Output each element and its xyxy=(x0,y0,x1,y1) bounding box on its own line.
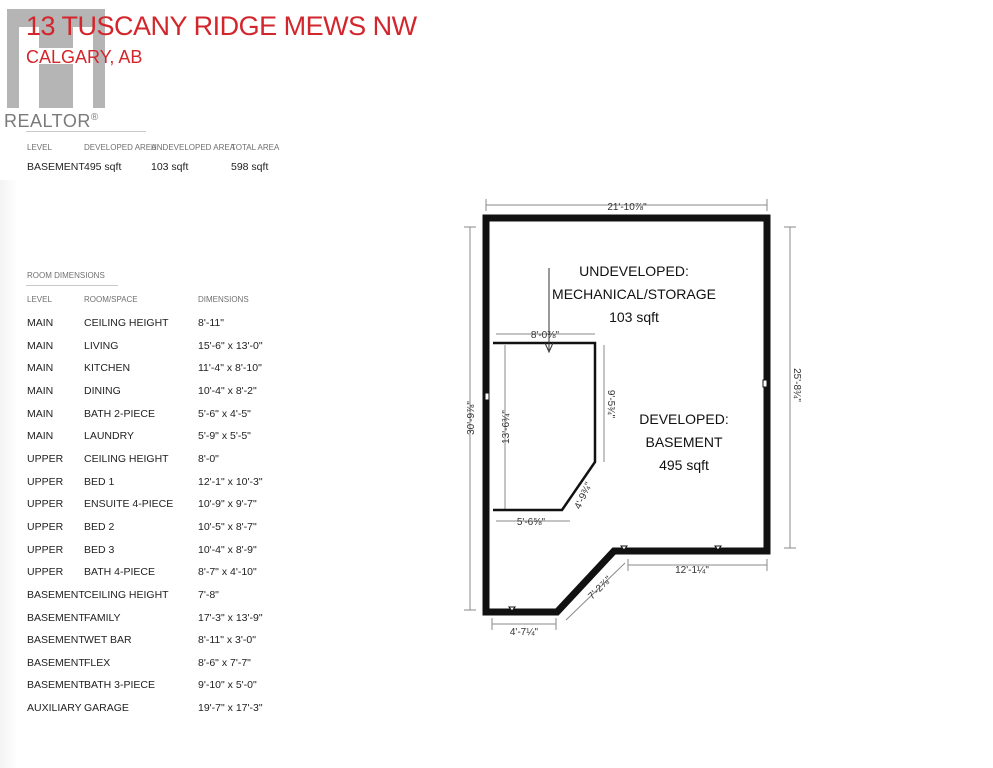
area-undeveloped: 103 sqft xyxy=(151,161,189,173)
area-total: 598 sqft xyxy=(231,161,269,173)
undeveloped-label-3: 103 sqft xyxy=(609,309,659,325)
room-level: UPPER xyxy=(27,543,64,556)
area-header-level: LEVEL xyxy=(27,143,52,152)
room-level: UPPER xyxy=(27,498,64,511)
dim-inner-right: 9'-5¾" xyxy=(605,390,616,419)
area-header-developed: DEVELOPED AREA xyxy=(84,143,157,152)
room-name: KITCHEN xyxy=(84,362,131,375)
area-developed: 495 sqft xyxy=(84,161,122,173)
door-marks xyxy=(484,379,768,612)
room-level: MAIN xyxy=(27,430,54,443)
room-dimensions: 15'-6" x 13'-0" xyxy=(198,339,263,352)
room-name: BATH 4-PIECE xyxy=(84,566,155,579)
room-name: BED 1 xyxy=(84,475,115,488)
room-name: ENSUITE 4-PIECE xyxy=(84,498,174,511)
room-dimensions: 11'-4" x 8'-10" xyxy=(198,362,262,375)
rooms-header-level: LEVEL xyxy=(27,295,52,304)
arrow-head xyxy=(544,342,554,354)
room-name: DINING xyxy=(84,384,121,397)
mechanical-room-wall xyxy=(493,341,597,512)
dimension-lines xyxy=(464,199,796,630)
area-header-total: TOTAL AREA xyxy=(231,143,280,152)
room-level: MAIN xyxy=(27,362,54,375)
room-dimensions: 10'-4" x 8'-2" xyxy=(198,384,257,397)
room-name: BATH 2-PIECE xyxy=(84,407,155,420)
page-title: 13 TUSCANY RIDGE MEWS NW xyxy=(26,11,417,41)
room-dimensions-heading: ROOM DIMENSIONS xyxy=(27,271,105,280)
room-name: BED 2 xyxy=(84,520,115,533)
room-level: BASEMENT xyxy=(27,634,85,647)
rooms-header-room: ROOM/SPACE xyxy=(84,295,138,304)
room-dimensions: 8'-11" xyxy=(198,317,224,329)
room-dimensions: 8'-11" x 3'-0" xyxy=(198,634,256,647)
room-name: FAMILY xyxy=(84,611,121,624)
room-dimensions: 8'-7" x 4'-10" xyxy=(198,566,257,579)
page-subtitle: CALGARY, AB xyxy=(26,47,143,67)
dim-inner-top: 8'-0⅜" xyxy=(531,330,560,341)
room-level: BASEMENT xyxy=(27,611,85,624)
area-level: BASEMENT xyxy=(27,161,85,173)
realtor-wordmark: REALTOR® xyxy=(4,111,99,131)
divider xyxy=(26,285,118,286)
room-dimensions: 12'-1" x 10'-3" xyxy=(198,475,263,488)
developed-label-3: 495 sqft xyxy=(659,457,709,473)
room-level: MAIN xyxy=(27,407,54,420)
dim-right: 25'-8¾" xyxy=(791,368,802,402)
room-level: MAIN xyxy=(27,384,54,397)
dim-top: 21'-10⅞" xyxy=(607,202,647,213)
room-dimensions: 7'-8" xyxy=(198,588,219,601)
realtor-logo xyxy=(7,9,105,108)
room-dimensions: 8'-6" x 7'-7" xyxy=(198,656,251,669)
developed-label-1: DEVELOPED: xyxy=(639,411,728,427)
room-level: AUXILIARY xyxy=(27,702,82,714)
developed-label-2: BASEMENT xyxy=(645,434,722,450)
room-name: GARAGE xyxy=(84,702,129,714)
area-header-undeveloped: UNDEVELOPED AREA xyxy=(151,143,236,152)
room-dimensions: 10'-9" x 9'-7" xyxy=(198,498,257,511)
room-name: CEILING HEIGHT xyxy=(84,588,169,601)
room-dimensions: 5'-9" x 5'-5" xyxy=(198,430,251,443)
room-name: CEILING HEIGHT xyxy=(84,452,169,465)
room-level: MAIN xyxy=(27,317,54,329)
room-name: WET BAR xyxy=(84,634,132,647)
room-dimensions: 9'-10" x 5'-0" xyxy=(198,679,257,692)
room-level: UPPER xyxy=(27,566,64,579)
room-dimensions: 5'-6" x 4'-5" xyxy=(198,407,251,420)
rooms-header-dimensions: DIMENSIONS xyxy=(198,295,249,304)
room-level: BASEMENT xyxy=(27,679,85,692)
room-dimensions: 8'-0" xyxy=(198,452,219,465)
outer-wall xyxy=(482,214,771,616)
room-name: FLEX xyxy=(84,656,111,669)
dim-left: 30'-9⅞" xyxy=(466,401,477,435)
room-name: LAUNDRY xyxy=(84,430,134,443)
page-edge-shadow xyxy=(0,180,18,768)
divider xyxy=(26,131,146,132)
room-level: UPPER xyxy=(27,520,64,533)
outer-wall-inner-line xyxy=(491,224,762,607)
dim-bottom-right: 12'-1¼" xyxy=(675,564,709,576)
room-dimensions: 10'-5" x 8'-7" xyxy=(198,520,257,533)
room-level: UPPER xyxy=(27,475,64,488)
dim-bottom-left: 4'-7¼" xyxy=(510,626,539,638)
undeveloped-label-2: MECHANICAL/STORAGE xyxy=(552,286,716,302)
room-level: BASEMENT xyxy=(27,588,85,601)
room-dimensions: 19'-7" x 17'-3" xyxy=(198,702,263,714)
dim-inner-left: 13'-6¾" xyxy=(501,410,512,444)
undeveloped-label-1: UNDEVELOPED: xyxy=(579,263,689,279)
room-level: BASEMENT xyxy=(27,656,85,669)
room-name: BED 3 xyxy=(84,543,115,556)
room-level: MAIN xyxy=(27,339,54,352)
room-name: LIVING xyxy=(84,339,119,352)
room-dimensions: 10'-4" x 8'-9" xyxy=(198,543,257,556)
room-name: CEILING HEIGHT xyxy=(84,317,169,329)
dim-inner-bottom: 5'-6⅝" xyxy=(517,517,546,528)
room-name: BATH 3-PIECE xyxy=(84,679,155,692)
room-dimensions: 17'-3" x 13'-9" xyxy=(198,611,263,624)
room-level: UPPER xyxy=(27,452,64,465)
dim-inner-diagonal: 4'-9¾" xyxy=(573,480,595,511)
